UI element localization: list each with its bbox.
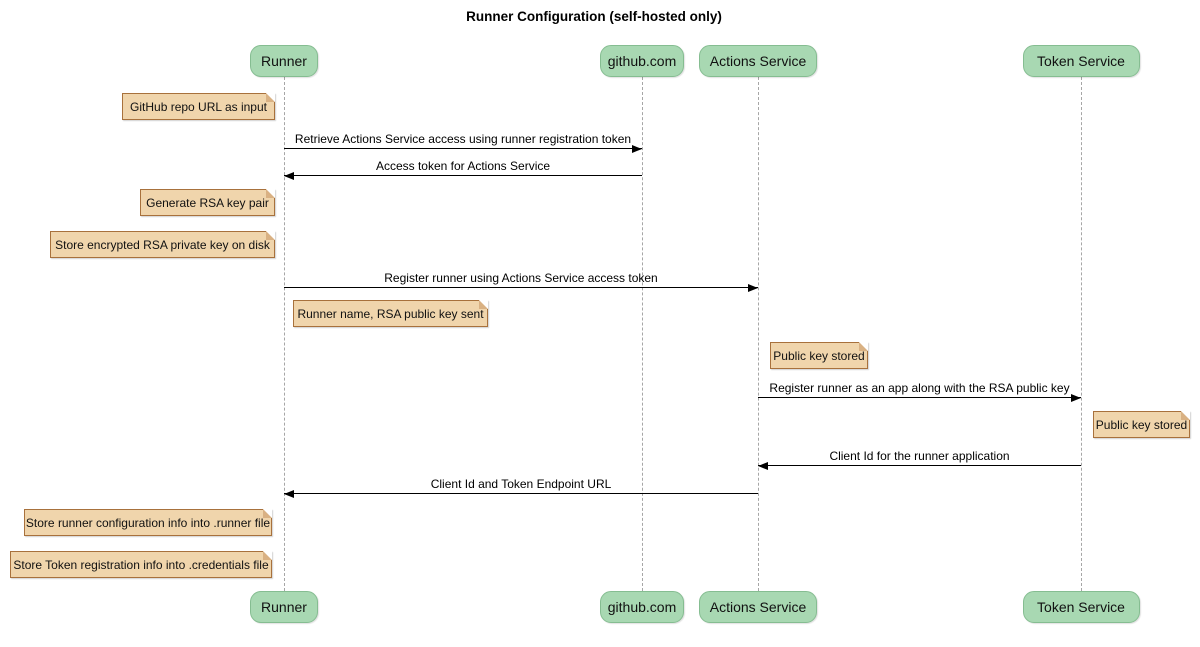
message-arrowhead-6 [284,489,294,498]
participant-actions-top: Actions Service [699,45,817,77]
message-line-3 [284,287,758,288]
message-line-2 [284,175,642,176]
participant-github-top: github.com [600,45,684,77]
message-line-4 [758,397,1081,398]
message-label-4: Register runner as an app along with the… [769,381,1070,395]
message-line-5 [758,465,1081,466]
lifeline-github [641,77,643,591]
message-line-6 [284,493,758,494]
message-line-1 [284,148,642,149]
participant-runner-top: Runner [250,45,318,77]
message-label-5: Client Id for the runner application [829,449,1010,463]
message-arrowhead-3 [748,283,758,292]
note-1: GitHub repo URL as input [122,93,275,120]
participant-token-bottom: Token Service [1022,591,1140,623]
lifeline-runner [283,77,285,591]
note-8: Store Token registration info into .cred… [10,551,272,578]
message-label-1: Retrieve Actions Service access using ru… [294,132,632,146]
message-arrowhead-4 [1071,393,1081,402]
diagram-title: Runner Configuration (self-hosted only) [466,9,722,24]
note-2: Generate RSA key pair [140,189,275,216]
note-3: Store encrypted RSA private key on disk [50,231,275,258]
lifeline-token [1080,77,1082,591]
note-7: Store runner configuration info into .ru… [24,509,272,536]
participant-runner-bottom: Runner [250,591,318,623]
message-arrowhead-2 [284,171,294,180]
participant-token-top: Token Service [1022,45,1140,77]
message-label-3: Register runner using Actions Service ac… [384,271,658,285]
message-label-2: Access token for Actions Service [375,159,551,173]
message-arrowhead-5 [758,461,768,470]
note-4: Runner name, RSA public key sent [293,300,488,327]
note-5: Public key stored [770,342,868,369]
participant-actions-bottom: Actions Service [699,591,817,623]
note-6: Public key stored [1093,411,1190,438]
message-label-6: Client Id and Token Endpoint URL [430,477,612,491]
message-arrowhead-1 [632,144,642,153]
lifeline-actions [757,77,759,591]
participant-github-bottom: github.com [600,591,684,623]
